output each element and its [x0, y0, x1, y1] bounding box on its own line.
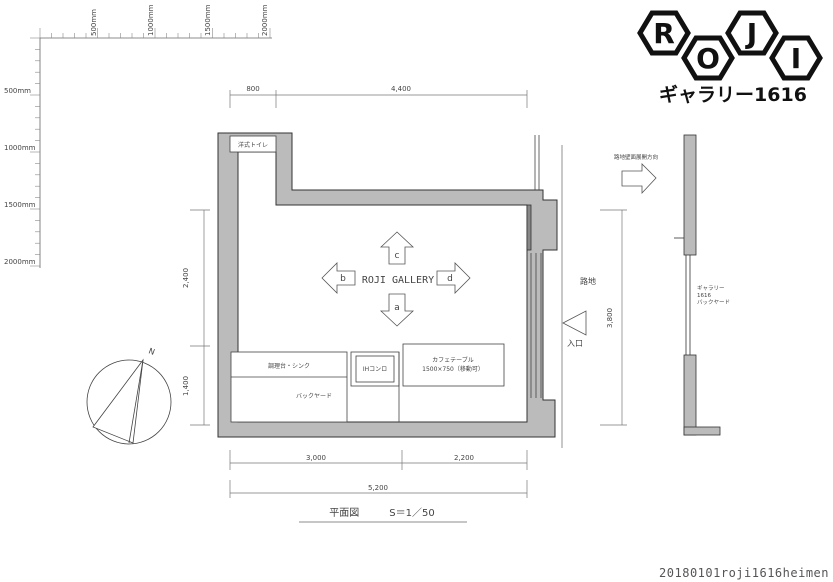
- roji-logo: R O J I ギャラリー1616: [637, 10, 823, 106]
- logo-hex-j: J: [725, 10, 779, 56]
- scale-bar-h-labels: 500mm 1000mm 1500mm 2000mm: [90, 4, 269, 36]
- scale-v-label-1000: 1000mm: [4, 144, 36, 152]
- view-arrows: [321, 231, 471, 327]
- arrow-right-label: d: [447, 274, 453, 284]
- section-label-1: ギャラリー: [697, 285, 725, 292]
- arrow-right-icon: [436, 262, 471, 294]
- dim-left-upper: 2,400: [182, 268, 190, 288]
- section-label-2: 1616: [697, 293, 711, 299]
- logo-letter-j: J: [745, 17, 757, 50]
- arrow-left-icon: [321, 262, 356, 294]
- toilet-label: 洋式トイレ: [238, 141, 268, 149]
- prep-label: 調理台・シンク: [268, 362, 310, 370]
- scale-h-label-2000: 2000mm: [261, 4, 269, 36]
- alley-label: 路地: [580, 276, 596, 286]
- arrow-up-icon: [379, 231, 415, 265]
- toilet-room: 洋式トイレ: [229, 135, 277, 153]
- scale-v-label-500: 500mm: [4, 87, 31, 95]
- scale-h-label-1500: 1500mm: [204, 4, 212, 36]
- table-label-2: 1500×750（移動可）: [422, 365, 484, 373]
- scale-bar-v-labels: 500mm 1000mm 1500mm 2000mm: [4, 87, 36, 266]
- dim-top-left: 800: [246, 85, 259, 93]
- scale-v-label-2000: 2000mm: [4, 258, 36, 266]
- dimension-labels: 800 4,400 2,400 1,400 3,000 2,200 5,200 …: [182, 85, 614, 492]
- scale-ticks: [30, 28, 271, 267]
- dim-right-height: 3,800: [606, 308, 614, 328]
- arrow-down-icon: [379, 293, 415, 327]
- dim-bottom-right: 2,200: [454, 454, 474, 462]
- gallery-label-group: ROJI GALLERY: [362, 275, 434, 286]
- direction-note: 路地壁面展開方向: [614, 153, 658, 161]
- logo-letter-i: I: [791, 42, 801, 75]
- entrance-label: 入口: [567, 339, 583, 348]
- dim-top-right: 4,400: [391, 85, 411, 93]
- file-name-footer: 20180101roji1616heimen: [659, 566, 829, 580]
- arrow-up-label: c: [395, 251, 400, 261]
- storefront-glazing: [526, 135, 542, 398]
- entrance-arrow-icon: [562, 310, 587, 336]
- north-compass: [86, 358, 172, 445]
- table-label-1: カフェテーブル: [432, 356, 474, 364]
- logo-letter-o: O: [696, 42, 720, 75]
- dim-bottom-left: 3,000: [306, 454, 326, 462]
- stove-label: IHコンロ: [363, 366, 387, 373]
- scale-bar: [39, 37, 272, 268]
- dim-left-lower: 1,400: [182, 376, 190, 396]
- room-labels: 調理台・シンク IHコンロ カフェテーブル 1500×750（移動可） バックヤ…: [268, 356, 484, 400]
- compass-north-label: N: [147, 346, 156, 357]
- section-label-3: バックヤード: [697, 299, 730, 306]
- dimension-lines: [190, 90, 627, 498]
- backyard-label: バックヤード: [296, 393, 332, 400]
- view-arrow-labels: c b d a: [340, 251, 453, 313]
- logo-hex-o: O: [681, 35, 735, 81]
- plan-caption: 平面図 S＝1／50: [329, 507, 434, 519]
- scale-v-label-1500: 1500mm: [4, 201, 36, 209]
- logo-hex-r: R: [637, 10, 691, 56]
- gallery-label: ROJI GALLERY: [362, 275, 434, 286]
- logo-subtitle: ギャラリー1616: [659, 84, 807, 106]
- direction-arrow-icon: [621, 163, 657, 195]
- section-wall: [674, 134, 721, 436]
- scale-h-label-1000: 1000mm: [147, 4, 155, 36]
- arrow-down-label: a: [394, 303, 400, 313]
- backyard-area: [230, 343, 505, 423]
- north-arrow-icon: [92, 358, 144, 444]
- logo-hex-i: I: [769, 35, 823, 81]
- arrow-left-label: b: [340, 274, 346, 284]
- logo-letter-r: R: [653, 17, 675, 50]
- dim-bottom-total: 5,200: [368, 484, 388, 492]
- section-labels: ギャラリー 1616 バックヤード: [697, 285, 730, 306]
- scale-h-label-500: 500mm: [90, 9, 98, 36]
